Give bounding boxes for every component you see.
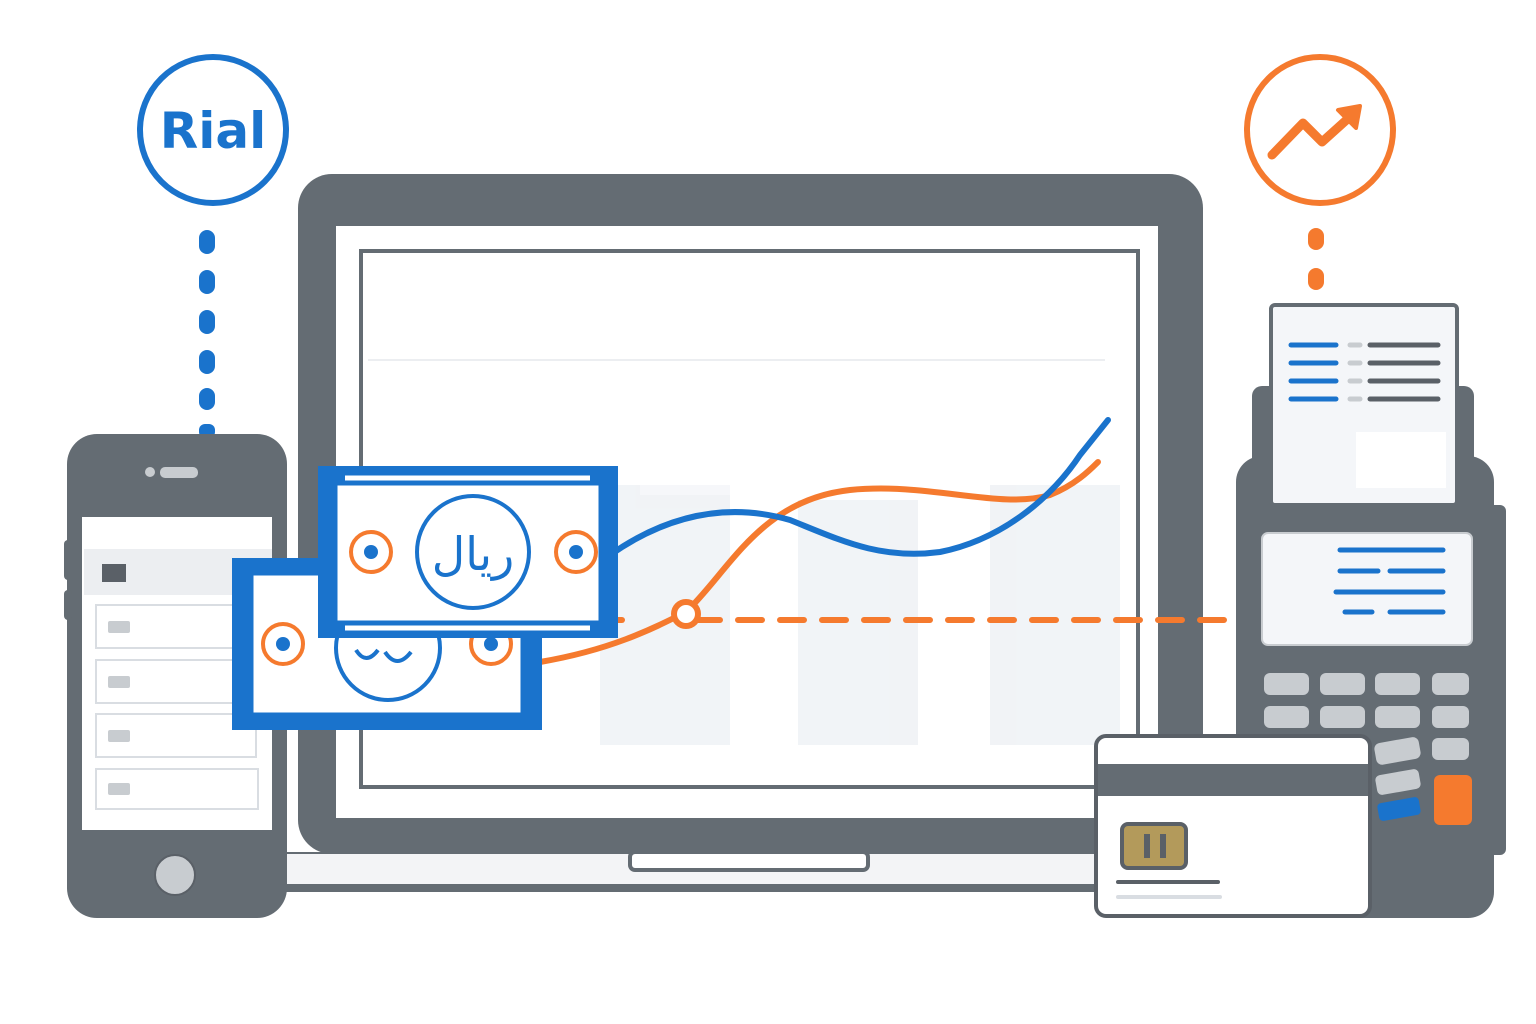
- keypad-key[interactable]: [1264, 706, 1309, 728]
- phone-menu-icon: [102, 564, 126, 582]
- trend-badge: [1244, 54, 1396, 206]
- keypad-key[interactable]: [1375, 768, 1422, 795]
- pos-orange-key[interactable]: [1434, 775, 1472, 825]
- pos-display: [1261, 532, 1473, 646]
- trend-up-arrow-icon: [1267, 104, 1362, 160]
- keypad-key[interactable]: [1375, 673, 1420, 695]
- keypad-key[interactable]: [1320, 706, 1365, 728]
- phone-speaker: [160, 467, 198, 478]
- rial-logo-badge: Rial: [137, 54, 289, 206]
- rial-logo-icon: Rial: [160, 102, 267, 160]
- banknote-front: ریال: [318, 466, 618, 638]
- pos-blue-key[interactable]: [1377, 796, 1421, 821]
- card-magnetic-stripe: [1098, 764, 1368, 796]
- laptop-trackpad-notch: [628, 850, 870, 872]
- keypad-key[interactable]: [1375, 706, 1420, 728]
- pos-keypad: [1264, 673, 1469, 795]
- receipt: [1269, 303, 1459, 507]
- keypad-key[interactable]: [1432, 706, 1469, 728]
- orange-dotted-connector: [1308, 228, 1324, 290]
- credit-card: [1094, 734, 1372, 918]
- blue-series-line: [607, 417, 1111, 558]
- pos-display-lines: [1333, 547, 1446, 615]
- card-chip-icon: [1120, 822, 1188, 870]
- data-point-marker: [671, 599, 701, 629]
- keypad-key[interactable]: [1432, 673, 1469, 695]
- blue-dotted-connector: [199, 230, 215, 438]
- keypad-key[interactable]: [1432, 738, 1469, 760]
- keypad-key[interactable]: [1320, 673, 1365, 695]
- keypad-key[interactable]: [1264, 673, 1309, 695]
- keypad-key[interactable]: [1373, 736, 1421, 765]
- phone-home-button[interactable]: [154, 854, 196, 896]
- banknote-currency-label: ریال: [432, 527, 514, 581]
